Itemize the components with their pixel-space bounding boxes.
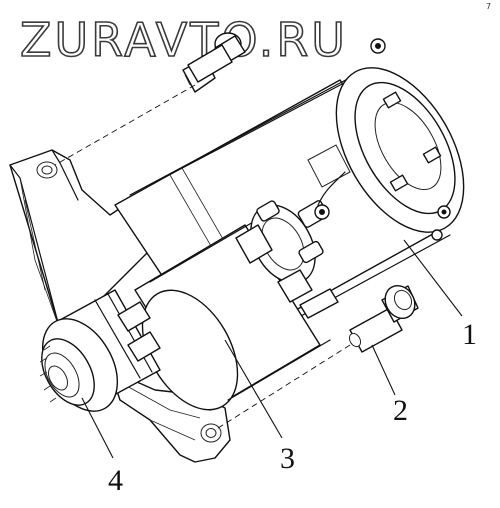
callout-4: 4 bbox=[108, 464, 123, 497]
drive-housing bbox=[39, 289, 161, 412]
top-bolt-dashline bbox=[54, 84, 196, 166]
end-cap bbox=[335, 38, 465, 241]
solenoid bbox=[134, 171, 346, 411]
callout-2: 2 bbox=[393, 394, 408, 427]
lower-flange bbox=[109, 369, 231, 463]
leader-1 bbox=[403, 239, 463, 317]
callout-3: 3 bbox=[280, 442, 295, 475]
mounting-bolt bbox=[348, 284, 419, 353]
leader-4 bbox=[81, 397, 114, 459]
leader-2 bbox=[371, 344, 396, 396]
watermark-text: ZURAVTO.RU bbox=[20, 13, 348, 67]
leader-3 bbox=[224, 339, 283, 439]
mounting-bracket bbox=[9, 149, 151, 331]
bolt-dashline bbox=[214, 344, 351, 431]
callout-1: 1 bbox=[462, 318, 477, 351]
corner-mark: 7 bbox=[486, 2, 491, 11]
top-bolt bbox=[182, 32, 246, 93]
